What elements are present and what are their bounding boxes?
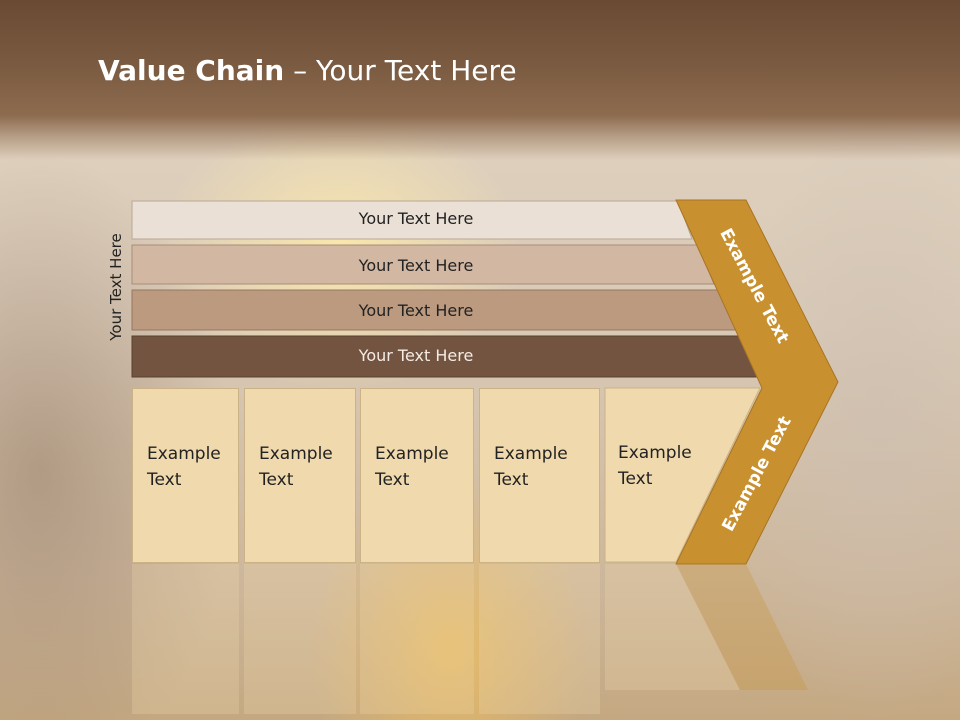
row-bar-shape	[131, 200, 693, 240]
row-label: Your Text Here	[358, 256, 474, 275]
box-label: Example Text	[147, 444, 221, 490]
row-bar-2: Your Text Here	[132, 246, 712, 286]
activity-box-2: Example Text	[244, 388, 356, 563]
box-label: Example Text	[618, 443, 692, 489]
activity-box-3: Example Text	[360, 388, 474, 563]
activity-box-4: Example Text	[479, 388, 600, 563]
row-label: Your Text Here	[358, 301, 474, 320]
reflection-shapes	[132, 564, 808, 714]
row-label: Your Text Here	[358, 346, 474, 365]
reflection	[0, 564, 960, 720]
activity-box-1: Example Text	[132, 388, 239, 563]
box-label: Example Text	[259, 444, 333, 490]
row-bar-1: Your Text Here	[132, 199, 692, 239]
row-bar-4: Your Text Here	[132, 336, 752, 376]
box-label: Example Text	[375, 444, 449, 490]
last-box-shape	[604, 387, 761, 563]
box-label: Example Text	[494, 444, 568, 490]
activity-box-5: Example Text	[605, 388, 725, 563]
row-label: Your Text Here	[358, 209, 474, 228]
slide-title: Value Chain – Your Text Here	[98, 54, 517, 87]
title-band	[0, 0, 960, 160]
row-bar-3: Your Text Here	[132, 291, 732, 331]
chevron-arrow	[675, 199, 839, 565]
